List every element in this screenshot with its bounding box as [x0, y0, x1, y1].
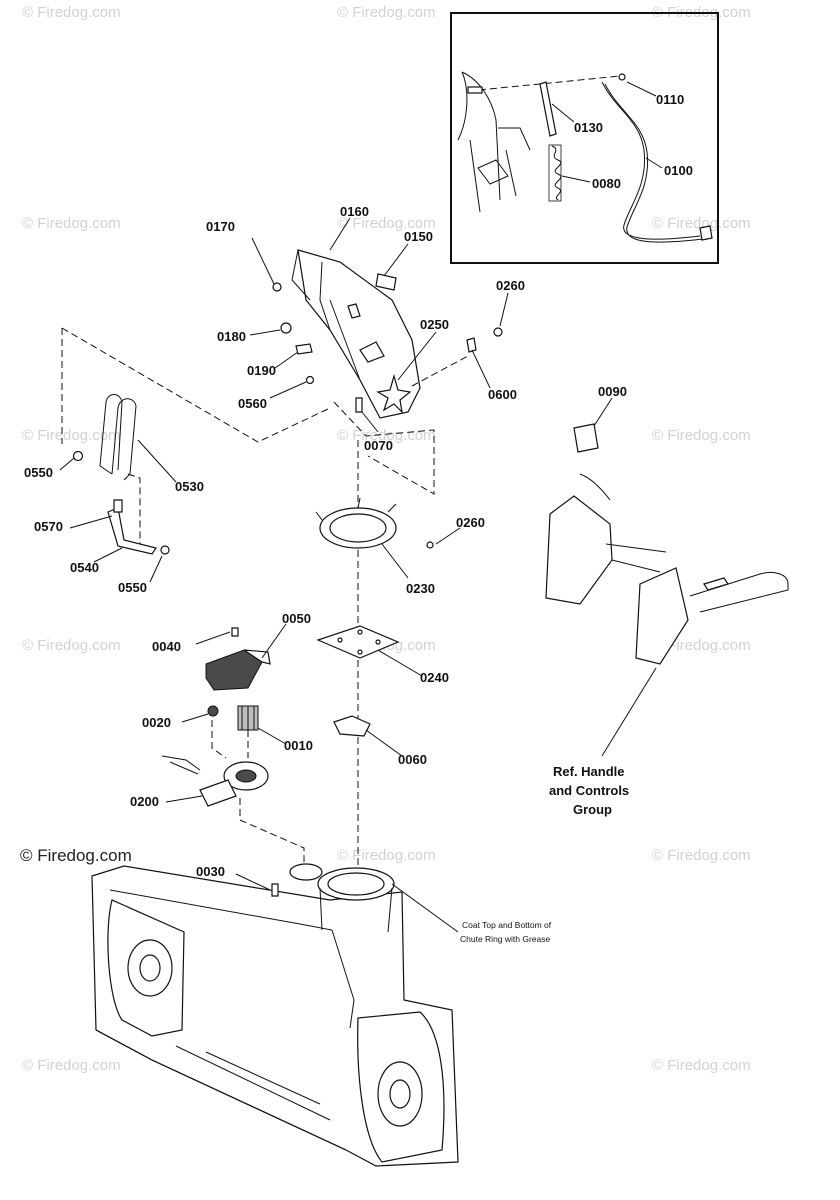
part-label: 0560	[238, 396, 267, 411]
part-label: 0160	[340, 204, 369, 219]
watermark: © Firedog.com	[22, 637, 121, 654]
part-label: 0110	[656, 92, 684, 107]
part-label: 0130	[574, 120, 603, 135]
part-label: 0060	[398, 752, 427, 767]
part-label: 0260	[456, 515, 485, 530]
part-label: 0150	[404, 229, 433, 244]
part-label: 0530	[175, 479, 204, 494]
part-label: 0050	[282, 611, 311, 626]
part-label: 0550	[118, 580, 147, 595]
watermark: © Firedog.com	[337, 215, 436, 232]
part-label: 0600	[488, 387, 517, 402]
auger-housing: 0030 Coat Top and Bottom of Chute Ring w…	[91, 863, 552, 1167]
part-label: 0550	[24, 465, 53, 480]
reference-label-line3: Group	[573, 802, 612, 817]
part-label: 0180	[217, 329, 246, 344]
part-label: 0020	[142, 715, 171, 730]
watermark: © Firedog.com	[337, 847, 436, 864]
note-line2: Chute Ring with Grease	[460, 934, 551, 944]
part-label: 0240	[420, 670, 449, 685]
watermark: © Firedog.com	[22, 4, 121, 21]
part-label: 0190	[247, 363, 276, 378]
inset-cable-detail: 0110 0130 0100 0080	[450, 12, 719, 264]
part-label: 0540	[70, 560, 99, 575]
chute-rings: 0230 0260 0240 0060	[315, 497, 485, 767]
reference-label-line2: and Controls	[549, 783, 629, 798]
part-label: 0070	[364, 438, 393, 453]
handle-reference: 0090 Ref. Handle and Controls Group	[545, 384, 789, 817]
watermark: © Firedog.com	[652, 1057, 751, 1074]
control-rod: 0550 0530 0570 0540 0550	[24, 394, 204, 595]
reference-label-line1: Ref. Handle	[553, 764, 625, 779]
watermark: © Firedog.com	[652, 847, 751, 864]
part-label: 0250	[420, 317, 449, 332]
watermark: © Firedog.com	[337, 427, 436, 444]
watermark: © Firedog.com	[22, 1057, 121, 1074]
part-label: 0040	[152, 639, 181, 654]
watermark: © Firedog.com	[652, 427, 751, 444]
chute-motor-assembly: 0040 0050 0020 0010 0200	[130, 611, 313, 866]
part-label: 0090	[598, 384, 627, 399]
part-label: 0230	[406, 581, 435, 596]
part-label: 0100	[664, 163, 693, 178]
watermark: © Firedog.com	[337, 4, 436, 21]
watermark: © Firedog.com	[22, 427, 121, 444]
part-label: 0200	[130, 794, 159, 809]
watermarks: © Firedog.com © Firedog.com © Firedog.co…	[20, 4, 751, 1074]
watermark: © Firedog.com	[22, 215, 121, 232]
part-label: 0030	[196, 864, 225, 879]
part-label: 0010	[284, 738, 313, 753]
chute-deflector: 0170 0160 0150 0260 0180 0250 0190 0600 …	[206, 204, 525, 453]
watermark-strong: © Firedog.com	[20, 846, 132, 865]
part-label: 0260	[496, 278, 525, 293]
watermark: © Firedog.com	[652, 637, 751, 654]
part-label: 0570	[34, 519, 63, 534]
note-line1: Coat Top and Bottom of	[462, 920, 552, 930]
part-label: 0080	[592, 176, 621, 191]
part-label: 0170	[206, 219, 235, 234]
watermark: © Firedog.com	[652, 215, 751, 232]
